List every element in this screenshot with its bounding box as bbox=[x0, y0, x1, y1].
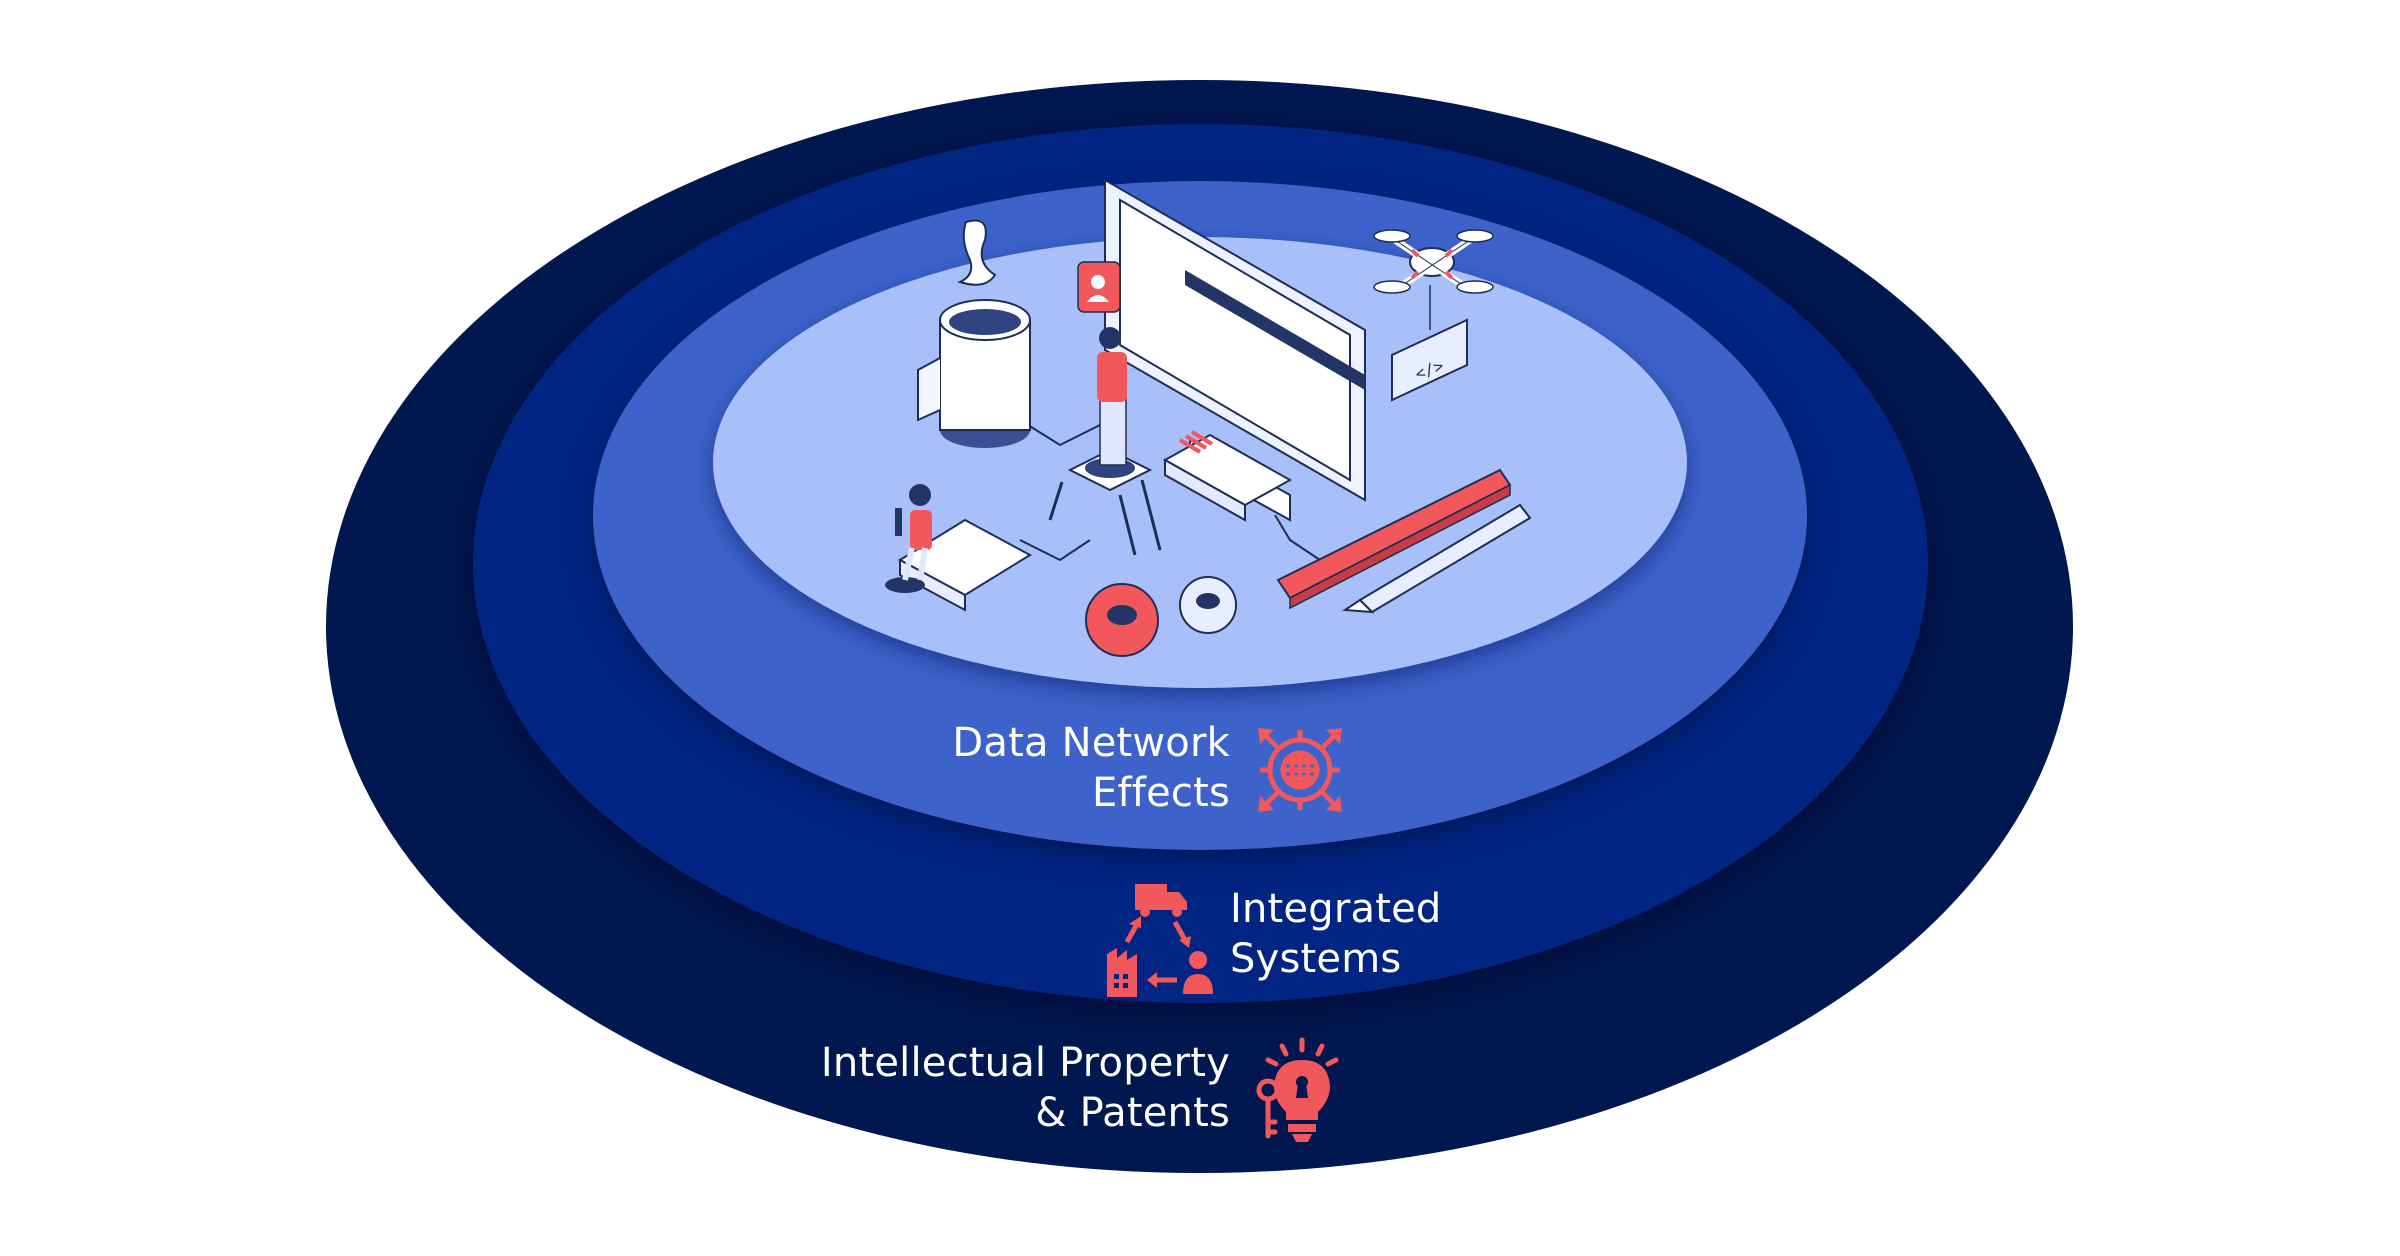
monitor-icon bbox=[1104, 178, 1366, 522]
profile-card-icon bbox=[1077, 261, 1121, 313]
pencil-icon bbox=[1342, 503, 1532, 614]
connector-line bbox=[1019, 539, 1091, 562]
gear-icon-red bbox=[1085, 583, 1159, 657]
gear-icon-white bbox=[1179, 576, 1237, 634]
label-data-network-effects: Data Network Effects bbox=[952, 720, 1230, 816]
connector-line bbox=[1274, 514, 1321, 561]
woman-on-stool-icon bbox=[1048, 327, 1162, 556]
code-sign-icon: </> bbox=[1391, 318, 1468, 402]
label-intellectual-property: Intellectual Property & Patents bbox=[820, 1040, 1230, 1136]
supply-cycle-icon bbox=[1107, 884, 1213, 997]
globe-network-icon bbox=[1258, 728, 1342, 812]
key-lightbulb-icon bbox=[1256, 1037, 1339, 1142]
coffee-mug-icon bbox=[917, 299, 1031, 448]
steam-icon bbox=[957, 219, 997, 286]
drone-icon bbox=[1373, 229, 1494, 330]
connector-line bbox=[1019, 419, 1111, 447]
ruler-icon bbox=[1276, 468, 1512, 610]
man-with-tablet-icon bbox=[885, 484, 1033, 612]
label-integrated-systems: Integrated Systems bbox=[1230, 886, 1442, 982]
